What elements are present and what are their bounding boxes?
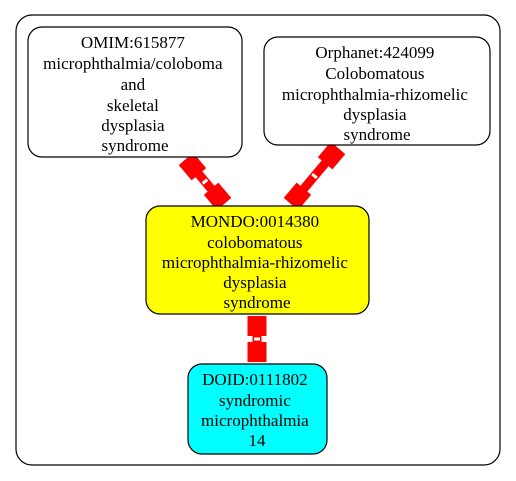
edges	[178, 141, 346, 362]
edge-orphanet-to-mondo	[283, 141, 346, 211]
edge-notch	[311, 172, 318, 180]
edge-head-block	[283, 182, 312, 211]
edge-notch	[201, 178, 209, 185]
node-doid-box[interactable]	[187, 363, 328, 455]
edge-head-block	[247, 342, 267, 362]
edge-notch	[254, 337, 260, 341]
node-mondo-label: MONDO:0014380 colobomatous microphthalmi…	[162, 212, 352, 312]
node-orphanet-box[interactable]	[263, 36, 491, 146]
node-orphanet[interactable]: Orphanet:424099 Colobomatous microphthal…	[263, 36, 491, 146]
node-omim-label: OMIM:615877 microphthalmia/coloboma and …	[43, 33, 227, 155]
graph-cluster-border	[15, 14, 501, 466]
node-orphanet-label: Orphanet:424099 Colobomatous microphthal…	[282, 43, 472, 144]
edge-tail-block	[247, 316, 267, 336]
node-omim-box[interactable]	[27, 26, 243, 158]
node-doid[interactable]: DOID:0111802 syndromic microphthalmia 14	[187, 363, 328, 455]
node-omim[interactable]: OMIM:615877 microphthalmia/coloboma and …	[27, 26, 243, 158]
edge-head-block	[203, 182, 232, 211]
edge-tail-block	[178, 152, 207, 181]
edge-tail-block	[317, 141, 346, 170]
node-doid-label: DOID:0111802 syndromic microphthalmia 14	[201, 370, 313, 450]
node-mondo[interactable]: MONDO:0014380 colobomatous microphthalmi…	[145, 205, 370, 315]
node-mondo-box[interactable]	[145, 205, 370, 315]
edge-mondo-to-doid	[247, 316, 267, 362]
edge-omim-to-mondo	[178, 152, 232, 211]
